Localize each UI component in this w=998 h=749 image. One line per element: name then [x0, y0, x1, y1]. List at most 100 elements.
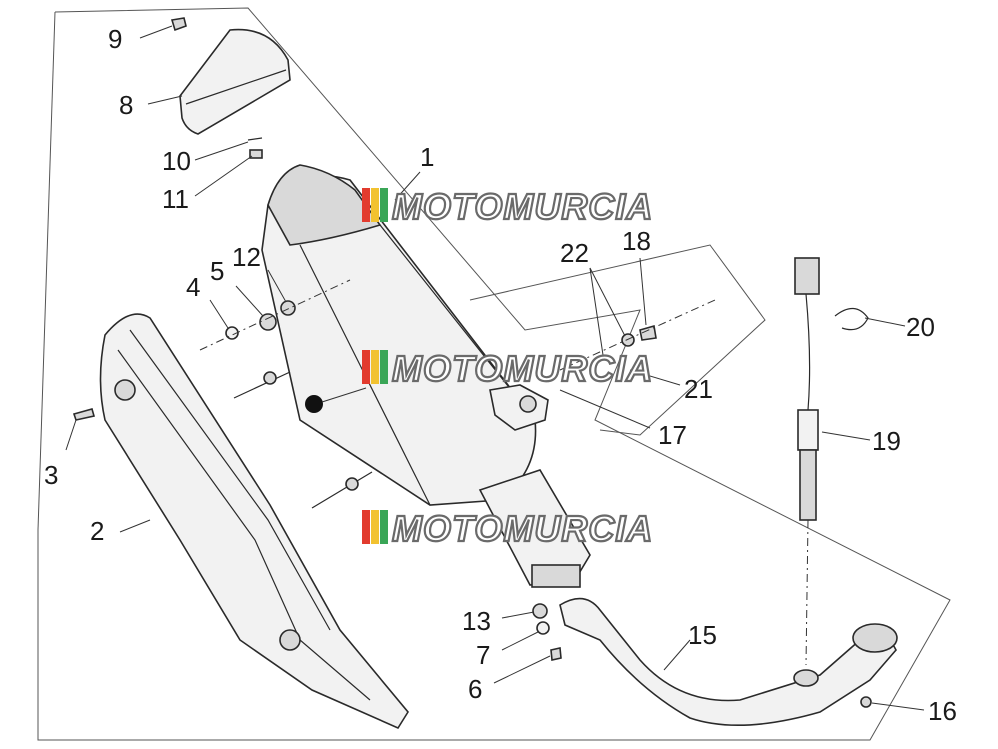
sensor-axis-line [805, 519, 809, 666]
bolt-upper-washer [263, 371, 277, 385]
watermark-text: MOTOMURCIA [392, 186, 653, 227]
gasket-22-part [621, 333, 635, 347]
side-heat-guard-inner [117, 349, 371, 701]
leader-21 [629, 369, 681, 386]
manifold-sensor-boss [793, 669, 819, 687]
watermark-flag-red [362, 350, 370, 384]
bush-12-part [280, 300, 296, 316]
callout-1: 1 [420, 142, 434, 172]
leader-12 [267, 269, 287, 303]
leader-10 [194, 141, 249, 161]
callout-6: 6 [468, 674, 482, 704]
watermark-flag-red [362, 188, 370, 222]
watermark-text: MOTOMURCIA [392, 508, 653, 549]
bolt-lower-washer [345, 477, 359, 491]
watermark-flag-green [380, 350, 388, 384]
nut-16-part [860, 696, 872, 708]
muffler-end-cap [267, 164, 382, 246]
leader-11 [194, 155, 253, 197]
outlet-clamp [531, 564, 581, 588]
muffler-outlet-pipe [478, 469, 591, 586]
leader-13 [501, 611, 535, 619]
exhaust-manifold [559, 597, 897, 727]
screw-3-part [72, 408, 96, 421]
guard-mount-boss-bottom [279, 629, 301, 651]
leader-15 [663, 639, 691, 671]
nut-13-part [532, 603, 548, 619]
bolt-upper [233, 371, 291, 399]
main-assembly-frame [37, 7, 951, 741]
leader-5 [235, 285, 264, 317]
watermark-flag-red [362, 510, 370, 544]
callout-11: 11 [162, 184, 189, 214]
watermark-flag-yellow [371, 510, 379, 544]
watermark-flag-green [380, 510, 388, 544]
heat-shield-cap [179, 28, 291, 135]
washer-4-part [225, 326, 239, 340]
muffler-center-dot [305, 395, 323, 413]
leader-3 [65, 419, 77, 451]
watermark-middle: MOTOMURCIA [362, 347, 653, 390]
sub-assembly-frame [469, 244, 766, 436]
axis-line-right [559, 299, 716, 371]
leader-7 [501, 631, 539, 651]
callout-12: 12 [232, 242, 261, 272]
callout-9: 9 [108, 24, 122, 54]
leader-9 [139, 25, 173, 39]
callout-2: 2 [90, 516, 104, 546]
watermark-flag-green [380, 188, 388, 222]
callout-20: 20 [906, 312, 935, 342]
manifold-flange [852, 623, 898, 653]
leader-22b [589, 267, 604, 356]
clip-11-part [249, 149, 263, 159]
washer-10-part [247, 137, 263, 141]
frame-left-edge [37, 11, 56, 531]
leader-1 [394, 171, 421, 201]
callout-19: 19 [872, 426, 901, 456]
callout-18: 18 [622, 226, 651, 256]
sensor-probe [799, 449, 817, 521]
callout-3: 3 [44, 460, 58, 490]
callout-13: 13 [462, 606, 491, 636]
washer-7-part [536, 621, 550, 635]
screw-6-part [550, 647, 562, 661]
sensor-body [797, 409, 819, 451]
watermark-top: MOTOMURCIA [362, 185, 653, 228]
muffler-bracket [489, 384, 549, 431]
sensor-cable [805, 293, 811, 411]
watermark-text: MOTOMURCIA [392, 348, 653, 389]
side-heat-guard [99, 313, 409, 730]
callout-8: 8 [119, 90, 133, 120]
callout-10: 10 [162, 146, 191, 176]
callout-21: 21 [684, 374, 713, 404]
watermark-bottom: MOTOMURCIA [362, 507, 653, 550]
callout-5: 5 [210, 256, 224, 286]
guard-mount-boss-top [114, 379, 136, 401]
watermark-flag-yellow [371, 188, 379, 222]
leader-19 [821, 431, 871, 441]
heat-shield-cap-edge [185, 69, 287, 105]
callout-7: 7 [476, 640, 490, 670]
bolt-lower [311, 471, 373, 509]
cable-clip-20-part [834, 307, 869, 331]
screw-18-part [639, 324, 657, 341]
sensor-connector [794, 257, 820, 295]
callout-22: 22 [560, 238, 589, 268]
callout-17: 17 [658, 420, 687, 450]
leader-2 [119, 519, 151, 533]
leader-22a [589, 267, 626, 337]
watermark-flag-yellow [371, 350, 379, 384]
leader-20 [864, 317, 906, 327]
side-heat-guard-rib [129, 329, 331, 631]
leader-17 [559, 389, 651, 429]
leader-dot [321, 387, 367, 403]
spacer-5-part [259, 313, 277, 331]
screw-9-part [170, 17, 187, 32]
callout-16: 16 [928, 696, 957, 726]
leader-16 [871, 702, 925, 711]
leader-18 [639, 257, 647, 326]
leader-4 [209, 299, 229, 329]
leader-8 [147, 95, 183, 105]
